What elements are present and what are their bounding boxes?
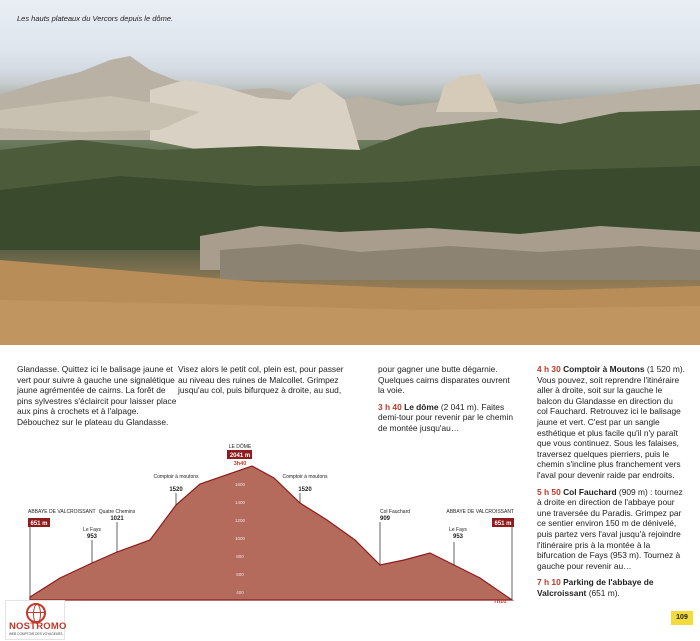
end-altitude-badge <box>492 518 514 527</box>
photo-caption: Les hauts plateaux du Vercors depuis le … <box>17 14 174 23</box>
comptoir-1-altitude: 1520 <box>169 487 183 493</box>
quatre-chemins-name: Quatre Chemins <box>99 509 136 515</box>
waypoint-time: 5 h 50 <box>537 486 561 497</box>
waypoint-text: (651 m). <box>588 587 620 598</box>
waypoint-entry: 5 h 50 Col Fauchard (909 m) : tournez à … <box>537 487 685 572</box>
tick-label: 400 <box>236 590 244 595</box>
end-name: ABBAYE DE VALCROISSANT <box>446 509 514 515</box>
elevation-profile: 400 600 800 1000 1200 1400 1600 1800 ABB… <box>28 443 514 605</box>
text-column-1: Glandasse. Quittez ici le balisage jaune… <box>17 364 182 434</box>
paragraph: Visez alors le petit col, plein est, pou… <box>178 364 344 396</box>
fays-1-name: Le Fays <box>83 527 101 533</box>
summit-altitude-badge <box>227 450 252 459</box>
text-column-2: Visez alors le petit col, plein est, pou… <box>178 364 348 402</box>
col-fauchard-name: Col Fauchard <box>380 509 410 515</box>
start-altitude: 651 m <box>30 521 47 527</box>
waypoint-text: (909 m) : tournez à droite en direction … <box>537 486 683 571</box>
comptoir-1-name: Comptoir à moutons <box>153 474 199 480</box>
summit-name: LE DÔME <box>229 443 252 450</box>
tick-label: 1200 <box>235 518 246 523</box>
waypoint-entry: 7 h 10 Parking de l'abbaye de Valcroissa… <box>537 577 685 598</box>
waypoint-text: (1 520 m). Vous pouvez, soit reprendre l… <box>537 364 685 480</box>
waypoint-name: Comptoir à Moutons <box>563 364 645 374</box>
comptoir-2-name: Comptoir à moutons <box>282 474 328 480</box>
tick-label: 1800 <box>235 464 246 469</box>
end-altitude: 651 m <box>494 521 511 527</box>
waypoint-text: (2 041 m). Faites demi-tour pour revenir… <box>378 401 513 433</box>
col-fauchard-altitude: 909 <box>380 516 391 522</box>
tick-label: 1400 <box>235 500 246 505</box>
logo-tagline: WEB COMPTOIR DES VOYAGEURS <box>9 632 63 636</box>
text-column-4: 4 h 30 Comptoir à Moutons (1 520 m). Vou… <box>537 364 685 604</box>
summit-altitude: 2041 m <box>230 453 250 459</box>
paragraph: pour gagner une butte dégarnie. Quelques… <box>378 364 510 396</box>
tick-label: 1600 <box>235 482 246 487</box>
text-column-3: pour gagner une butte dégarnie. Quelques… <box>378 364 513 440</box>
nostromo-logo: NOSTROMO WEB COMPTOIR DES VOYAGEURS <box>5 600 67 640</box>
waypoint-time: 3 h 40 <box>378 401 402 412</box>
page-number: 109 <box>671 611 693 625</box>
comptoir-2-altitude: 1520 <box>298 487 312 493</box>
waypoint-name: Le dôme <box>404 401 439 412</box>
waypoint-time: 4 h 30 <box>537 364 561 374</box>
waypoint-entry: 3 h 40 Le dôme (2 041 m). Faites demi-to… <box>378 402 513 434</box>
logo-name: NOSTROMO <box>9 621 67 632</box>
waypoint-name: Parking de l'abbaye de Valcroissant <box>537 577 654 598</box>
tick-label: 600 <box>236 572 244 577</box>
waypoint-entry: 4 h 30 Comptoir à Moutons (1 520 m). Vou… <box>537 364 685 481</box>
waypoint-name: Col Fauchard <box>563 486 617 497</box>
landscape-photo: Les hauts plateaux du Vercors depuis le … <box>0 0 700 345</box>
fays-2-name: Le Fays <box>449 527 467 533</box>
tick-label: 800 <box>236 554 244 559</box>
globe-icon <box>26 603 46 624</box>
end-time: 7h10 <box>494 599 507 605</box>
fays-2-altitude: 953 <box>453 534 464 540</box>
paragraph: Glandasse. Quittez ici le balisage jaune… <box>17 364 177 427</box>
profile-area <box>29 465 514 601</box>
summit-time: 3h40 <box>234 461 247 467</box>
fays-1-altitude: 953 <box>87 534 98 540</box>
start-altitude-badge <box>28 518 50 527</box>
tick-label: 1000 <box>235 536 246 541</box>
quatre-chemins-altitude: 1021 <box>110 516 124 522</box>
waypoint-time: 7 h 10 <box>537 577 561 588</box>
start-name: ABBAYE DE VALCROISSANT <box>28 509 96 515</box>
